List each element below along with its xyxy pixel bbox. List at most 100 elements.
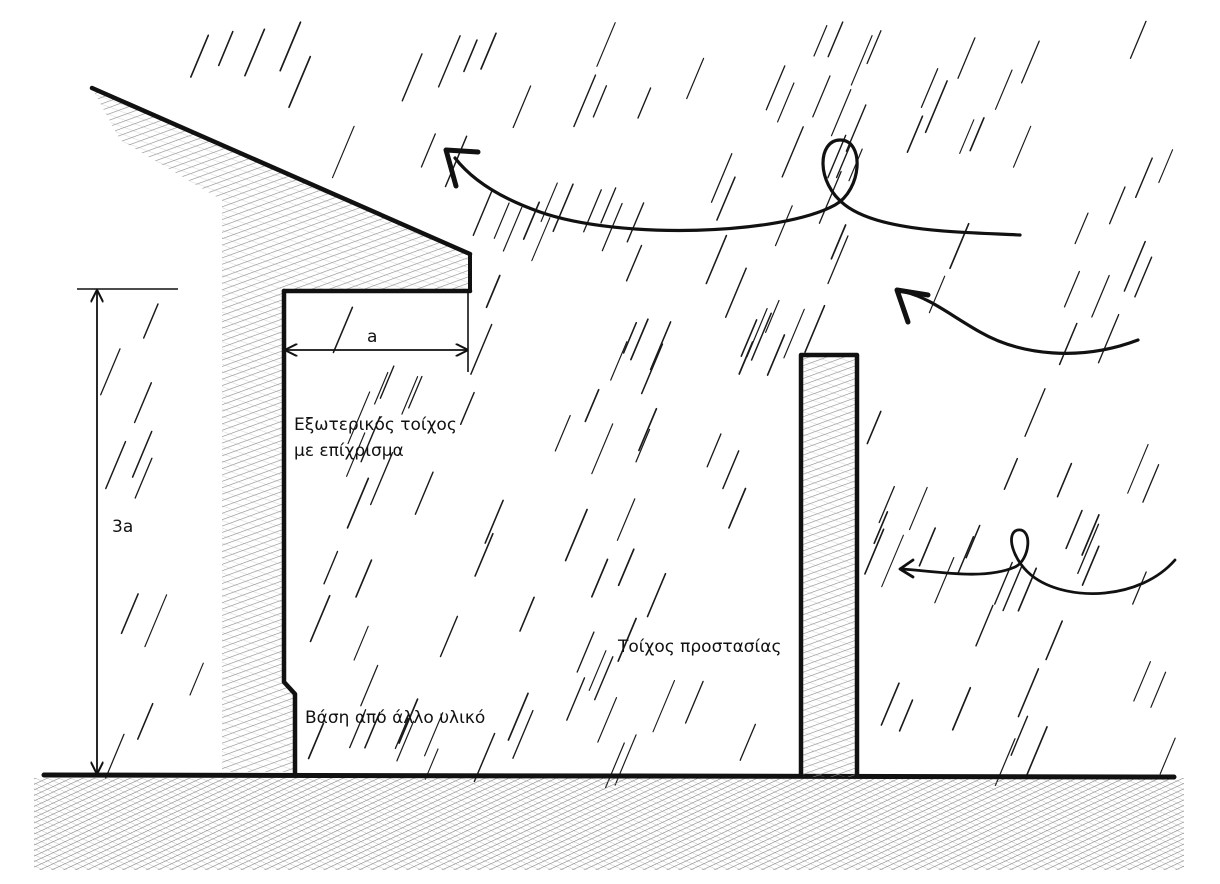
wind-arrows	[443, 138, 1177, 595]
rain-streak	[652, 679, 676, 733]
rain-streak	[774, 205, 793, 247]
rain-streak	[552, 183, 574, 233]
rain-streak	[878, 485, 895, 524]
wind-arrow-lower	[898, 528, 1177, 595]
rain-streak	[573, 74, 597, 128]
rain-streak	[1129, 20, 1147, 59]
ground-line	[41, 772, 1177, 780]
rain-streak	[398, 698, 419, 744]
rain-streak	[531, 217, 551, 262]
rain-streak	[323, 550, 339, 585]
rain-streak	[360, 664, 379, 707]
rain-streak	[616, 498, 636, 541]
wind-arrow-upper	[443, 138, 1022, 237]
rain-streak	[596, 22, 616, 67]
rain-streak	[1081, 514, 1100, 556]
rain-streak	[724, 267, 747, 318]
rain-streak	[649, 321, 672, 371]
rain-streak	[1012, 125, 1032, 168]
rain-streak	[1142, 464, 1160, 503]
rain-streak	[965, 524, 981, 559]
rain-streak	[818, 170, 842, 224]
rain-streak	[502, 206, 523, 252]
rain-streak	[1058, 322, 1078, 366]
rain-streak	[1074, 212, 1089, 245]
rain-streak	[590, 558, 609, 598]
rain-streak	[1063, 270, 1081, 308]
rain-streak	[622, 321, 638, 354]
rain-streak	[994, 69, 1013, 110]
rain-streak	[766, 334, 786, 376]
rain-streak	[588, 650, 607, 691]
rain-streak	[1020, 40, 1040, 84]
rain-streak	[1158, 149, 1174, 184]
protection-wall	[798, 352, 860, 777]
wind-arrow-middle	[894, 287, 1140, 355]
rain-streak	[360, 416, 381, 463]
wall-height-label: 3a	[112, 517, 134, 537]
rain-streak	[1134, 157, 1153, 199]
roof-line	[89, 85, 473, 257]
rain-streak	[1045, 620, 1063, 661]
rain-streak	[353, 625, 369, 661]
rain-streak	[564, 508, 588, 562]
rain-streak	[739, 723, 757, 761]
rain-streak	[1010, 715, 1029, 756]
rain-streak	[920, 68, 939, 109]
rain-streak	[576, 631, 595, 673]
rain-streak	[635, 428, 651, 463]
rain-streak	[592, 85, 608, 118]
rain-streak	[472, 188, 494, 237]
rain-streak	[722, 450, 740, 490]
rain-streak	[424, 712, 444, 757]
rain-streak	[374, 371, 389, 405]
rain-streak	[830, 88, 852, 137]
rain-streak	[1132, 571, 1147, 605]
rain-streak	[1159, 737, 1176, 775]
rain-streak	[307, 722, 325, 760]
rain-streak	[470, 323, 493, 375]
rain-streak	[765, 299, 780, 333]
rain-streak	[346, 477, 370, 529]
rain-streak	[881, 534, 904, 588]
rain-streak	[279, 21, 302, 72]
rain-streak	[640, 343, 664, 395]
rain-streak	[706, 433, 722, 468]
rain-streak	[746, 307, 768, 358]
rain-streak	[827, 235, 849, 285]
rain-streak	[1123, 240, 1146, 292]
rain-streak	[898, 699, 914, 732]
exterior-wall-face	[281, 288, 298, 778]
rain-streak	[684, 680, 704, 724]
rain-streak	[830, 224, 847, 260]
rain-streak	[189, 662, 204, 696]
rain-streak	[850, 35, 873, 86]
rain-streak	[597, 697, 618, 743]
rain-streak	[1133, 661, 1151, 702]
rain-streak	[591, 423, 614, 475]
rain-streak	[133, 382, 153, 424]
rain-streak	[105, 440, 127, 490]
rain-streak	[600, 187, 617, 224]
rain-streak	[777, 82, 795, 123]
rain-streak	[1002, 564, 1023, 612]
rain-streak	[1097, 313, 1120, 364]
rain-streak	[144, 594, 168, 648]
rain-streak	[812, 75, 831, 118]
rain-streak	[969, 117, 985, 152]
rain-streak	[864, 528, 885, 575]
rain-streak	[1127, 443, 1149, 494]
rain-streak	[554, 414, 571, 452]
building	[89, 85, 473, 778]
rain-streak	[827, 21, 844, 58]
rain-streak	[244, 28, 266, 77]
rain-streak	[217, 30, 234, 67]
rain-streak	[957, 535, 975, 574]
rain-streak	[866, 30, 882, 65]
rain-streak	[813, 24, 828, 57]
rain-streak	[1091, 274, 1110, 318]
rain-streak	[100, 348, 121, 396]
rain-streak	[355, 559, 373, 598]
rain-streak	[630, 318, 649, 361]
rain-streak	[906, 115, 924, 153]
